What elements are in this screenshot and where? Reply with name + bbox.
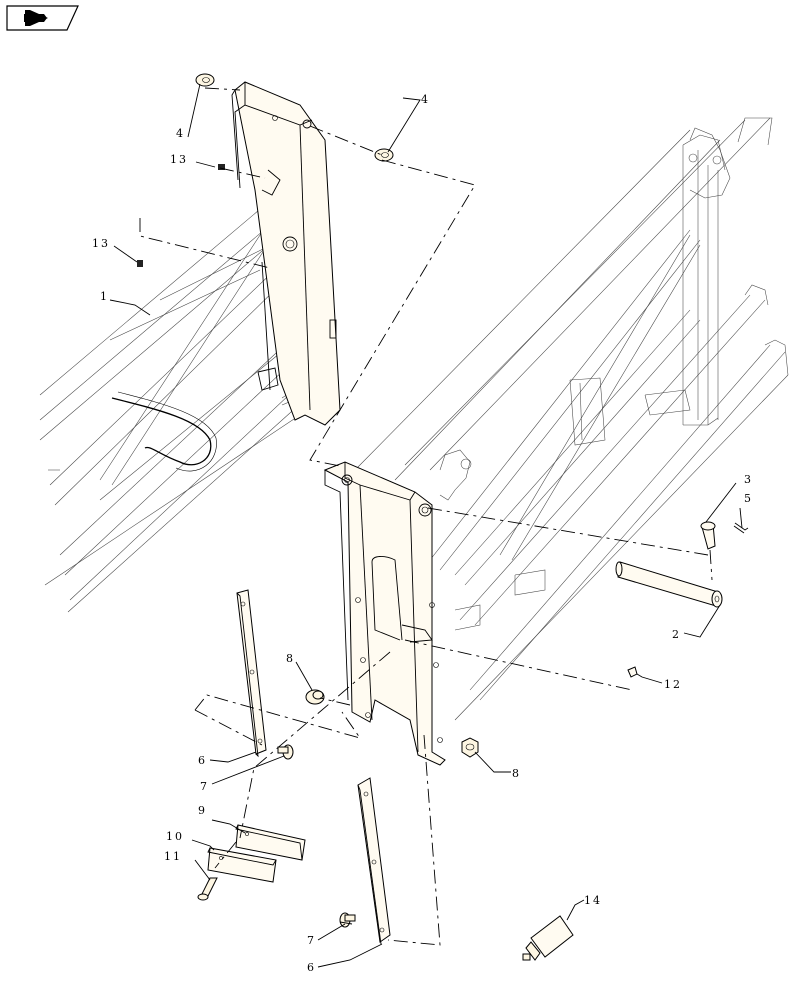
callout-4-left: 4	[176, 127, 185, 140]
callout-6-upper: 6	[198, 754, 207, 767]
grease-fitting-lower	[137, 260, 143, 267]
wear-strap-upper	[236, 589, 267, 758]
lock-nut-right	[461, 737, 479, 758]
callout-9: 9	[198, 804, 207, 817]
wear-strap-lower	[357, 777, 391, 945]
callout-2: 2	[672, 628, 681, 641]
lock-nut-left	[305, 689, 325, 705]
washer-top-left	[195, 73, 215, 87]
pivot-bracket	[323, 461, 446, 766]
callout-10: 10	[166, 830, 184, 843]
callout-8-right: 8	[512, 767, 521, 780]
callout-13-lower: 13	[92, 237, 110, 250]
clevis-pin	[700, 521, 716, 550]
callout-14: 14	[584, 894, 602, 907]
arrow-icon	[18, 10, 48, 26]
carriage-bolt-lower	[339, 912, 356, 928]
callout-7-upper: 7	[200, 780, 209, 793]
hex-bolt	[197, 877, 218, 901]
callout-1: 1	[100, 290, 109, 303]
shim-plate-10	[207, 847, 277, 883]
boom-arm-assembly	[39, 81, 341, 613]
leader-lines	[109, 83, 743, 968]
cotter-pin	[733, 522, 749, 534]
small-nut	[627, 666, 638, 678]
grease-fitting-upper	[218, 164, 225, 170]
callout-6-lower: 6	[307, 961, 316, 974]
callout-4-right: 4	[421, 93, 430, 106]
washer-top-right	[374, 148, 394, 162]
callout-7-lower: 7	[307, 934, 316, 947]
boom-frame-section	[354, 117, 789, 721]
callout-13-upper: 13	[170, 153, 188, 166]
callout-8-left: 8	[286, 652, 295, 665]
callout-3: 3	[744, 473, 753, 486]
previous-page-button[interactable]	[6, 5, 79, 31]
shim-plate-9	[235, 824, 306, 861]
callout-labels: 1 2 3 4 4 5 6 6 7 7 8 8 9 10 11 12 13 13…	[92, 93, 753, 974]
callout-12: 12	[664, 678, 682, 691]
adhesive-tube	[522, 915, 574, 961]
carriage-bolt-upper	[277, 744, 294, 760]
assembly-lines	[139, 87, 713, 946]
pivot-pin	[615, 561, 723, 608]
callout-11: 11	[164, 850, 182, 863]
callout-5: 5	[744, 492, 753, 505]
